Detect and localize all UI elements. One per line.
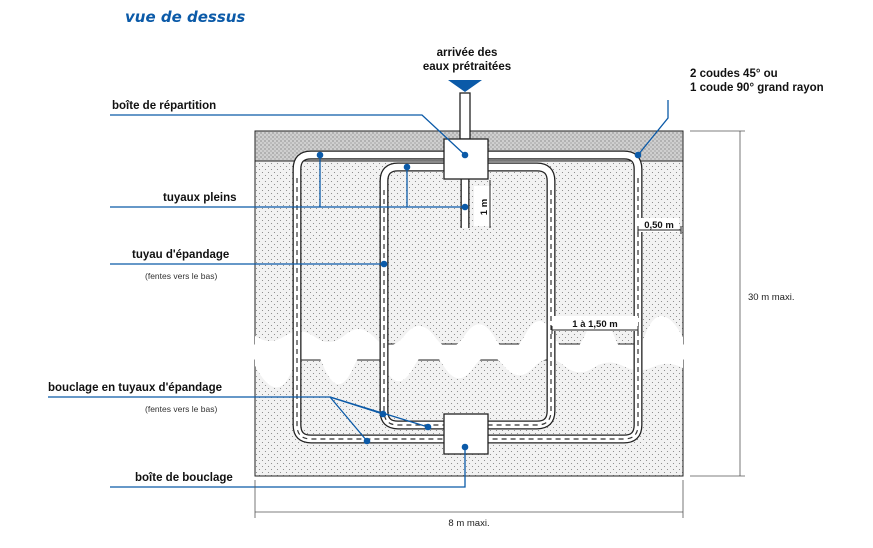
dimension-half-m: 0,50 m bbox=[637, 218, 682, 234]
elbows-label-line2: 1 coude 90° grand rayon bbox=[690, 82, 824, 94]
field-lower bbox=[254, 347, 684, 477]
dimension-width bbox=[254, 480, 684, 518]
spreading-pipe-label: tuyau d'épandage bbox=[132, 249, 229, 261]
distribution-box bbox=[443, 138, 489, 180]
elbows-label-line1: 2 coudes 45° ou bbox=[690, 68, 778, 80]
pipe-slots bbox=[296, 178, 639, 440]
view-title: vue de dessus bbox=[125, 8, 245, 26]
spreading-pipe-note: (fentes vers le bas) bbox=[145, 271, 217, 281]
dimension-half-m-label: 0,50 m bbox=[644, 220, 674, 231]
dimension-spacing: 1 à 1,50 m bbox=[551, 316, 639, 334]
inlet-label-line1: arrivée des bbox=[437, 47, 498, 59]
dimension-1m-label: 1 m bbox=[479, 199, 490, 215]
dimension-1m: 1 m bbox=[474, 180, 492, 228]
loop-pipes-label: bouclage en tuyaux d'épandage bbox=[48, 382, 222, 394]
leader-lines bbox=[48, 100, 669, 488]
loop-pipes-note: (fentes vers le bas) bbox=[145, 404, 217, 414]
dimension-width-label: 8 m maxi. bbox=[448, 518, 489, 529]
dimension-length bbox=[690, 130, 745, 477]
dimension-length-label: 30 m maxi. bbox=[748, 292, 794, 303]
distribution-box-label: boîte de répartition bbox=[112, 100, 216, 112]
inlet-pipe bbox=[459, 92, 471, 140]
solid-pipes-label: tuyaux pleins bbox=[163, 192, 237, 204]
leader-dots bbox=[316, 151, 642, 451]
dimension-spacing-label: 1 à 1,50 m bbox=[572, 319, 617, 330]
inlet-label-line2: eaux prétraitées bbox=[423, 61, 511, 73]
inlet-arrow-icon bbox=[448, 80, 482, 92]
loop-box-label: boîte de bouclage bbox=[135, 472, 233, 484]
